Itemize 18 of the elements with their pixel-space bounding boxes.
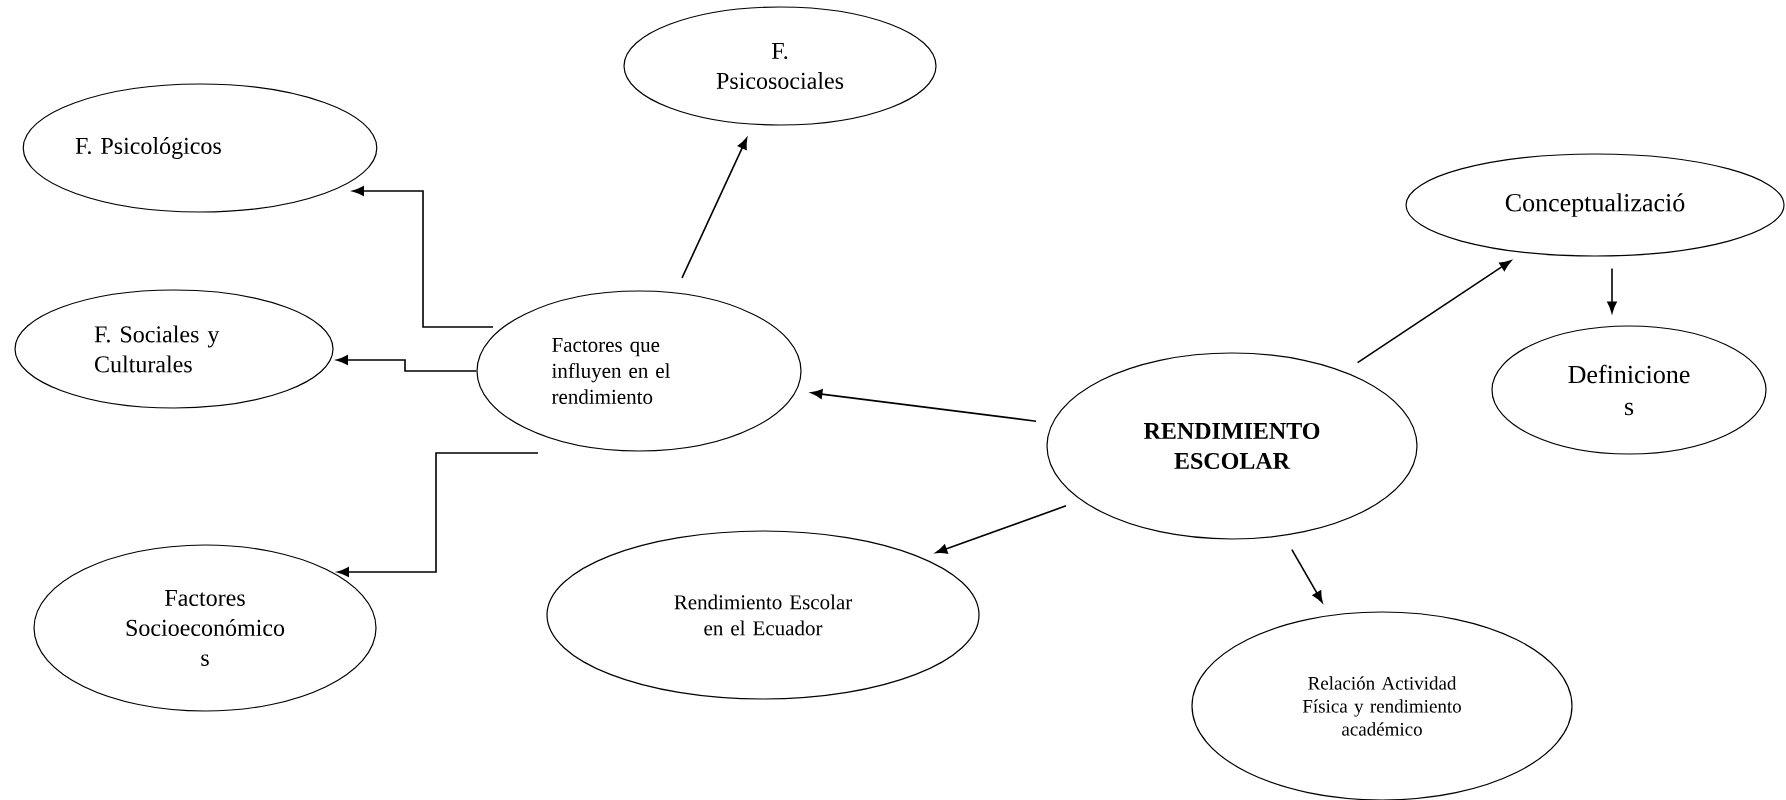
- arrow: [352, 186, 494, 328]
- ellipse-node: Rendimiento Escolar en el Ecuador: [546, 530, 980, 700]
- arrow: [810, 389, 1037, 423]
- arrow: [681, 137, 748, 279]
- ellipse-node: Definicione s: [1491, 325, 1767, 455]
- arrow: [935, 505, 1067, 554]
- arrow: [1607, 267, 1617, 314]
- arrow: [1291, 548, 1323, 603]
- arrow: [336, 355, 478, 372]
- ellipse-node: RENDIMIENTO ESCOLAR: [1046, 352, 1418, 540]
- ellipse-node: F. Psicosociales: [623, 6, 937, 126]
- arrow: [337, 452, 539, 577]
- ellipse-node: F. Psicológicos: [22, 83, 378, 213]
- ellipse-node: Factores que influyen en el rendimiento: [476, 290, 802, 452]
- arrow: [1356, 260, 1512, 364]
- ellipse-node: Factores Socioeconómico s: [33, 544, 377, 712]
- ellipse-node: Conceptualizació: [1405, 153, 1785, 257]
- ellipse-node: F. Sociales y Culturales: [14, 289, 334, 409]
